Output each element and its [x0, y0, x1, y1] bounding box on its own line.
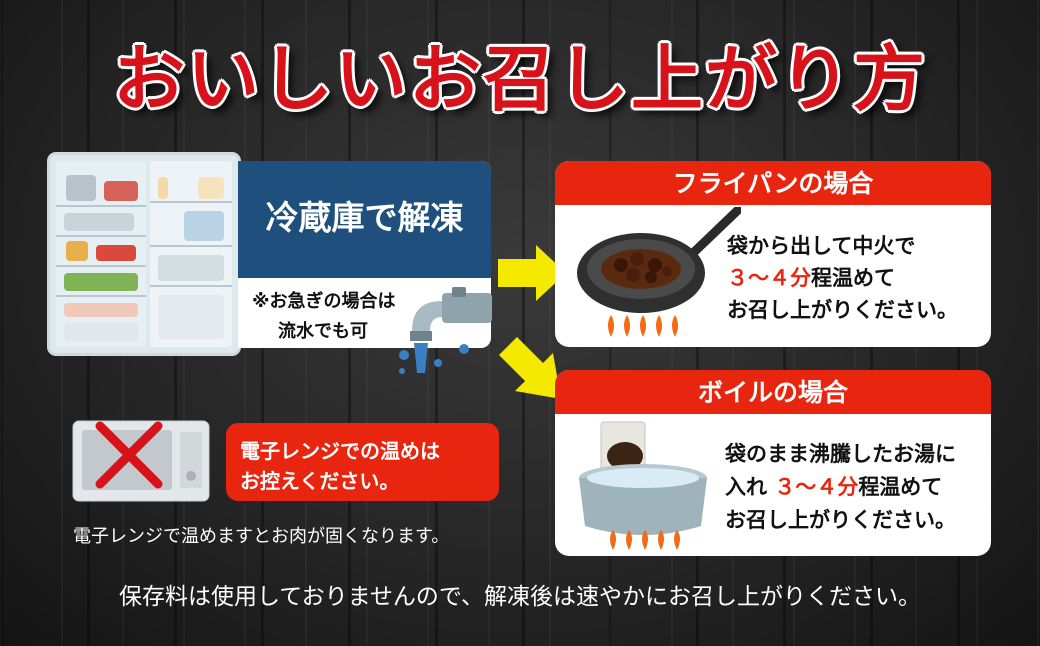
- fridge-icon: [50, 155, 238, 353]
- pot-icon: [579, 421, 707, 550]
- boil-line2: 入れ ３～４分程温めて: [725, 471, 942, 501]
- bottom-note: 保存料は使用しておりませんので、解凍後は速やかにお召し上がりください。: [118, 584, 921, 610]
- thaw-title: 冷蔵庫で解凍: [265, 198, 464, 237]
- frying-pan-time: ３～４分: [727, 266, 811, 290]
- flame-icon: [610, 530, 680, 550]
- thaw-note-line2: 流水でも可: [278, 321, 368, 342]
- boil-card: ボイルの場合 袋のまま沸騰したお湯に 入れ ３～４分程温めて お召し上がりくださ…: [555, 370, 991, 556]
- microwave-warning: 電子レンジでの温めは お控えください。: [226, 423, 499, 501]
- frying-pan-card: フライパンの場合 袋から出して中火で ３～４分程温めて お召し上がりください。: [555, 161, 991, 347]
- frying-pan-line2-rest: 程温めて: [811, 266, 895, 290]
- arrow-icon: [498, 245, 566, 301]
- microwave-note: 電子レンジで温めますとお肉が固くなります。: [73, 526, 450, 547]
- microwave-warning-line2: お控えください。: [240, 469, 400, 493]
- boil-line1: 袋のまま沸騰したお湯に: [725, 442, 956, 466]
- arrow-icon: [499, 337, 561, 399]
- microwave-warning-line1: 電子レンジでの温めは: [240, 439, 440, 463]
- page-title: おいしいお召し上がり方: [112, 36, 927, 121]
- frying-pan-header: フライパンの場合: [555, 161, 991, 205]
- thaw-note-line1: ※お急ぎの場合は: [252, 291, 396, 312]
- thaw-panel: 冷蔵庫で解凍 ※お急ぎの場合は 流水でも可: [238, 161, 491, 348]
- microwave-icon: [72, 420, 210, 502]
- frying-pan-line2: ３～４分程温めて: [727, 262, 895, 292]
- thaw-header: 冷蔵庫で解凍: [238, 161, 491, 278]
- boil-time: ３～４分: [774, 475, 859, 499]
- cross-mark-icon: [95, 421, 163, 489]
- boil-header: ボイルの場合: [555, 370, 991, 414]
- frying-pan-icon: [577, 207, 741, 337]
- faucet-icon: [399, 287, 492, 374]
- flame-icon: [608, 315, 678, 337]
- boil-line2-prefix: 入れ: [725, 475, 767, 499]
- boil-line2-rest: 程温めて: [858, 475, 943, 499]
- frying-pan-line3: お召し上がりください。: [727, 298, 958, 322]
- boil-line3: お召し上がりください。: [725, 508, 956, 532]
- frying-pan-line1: 袋から出して中火で: [727, 234, 916, 258]
